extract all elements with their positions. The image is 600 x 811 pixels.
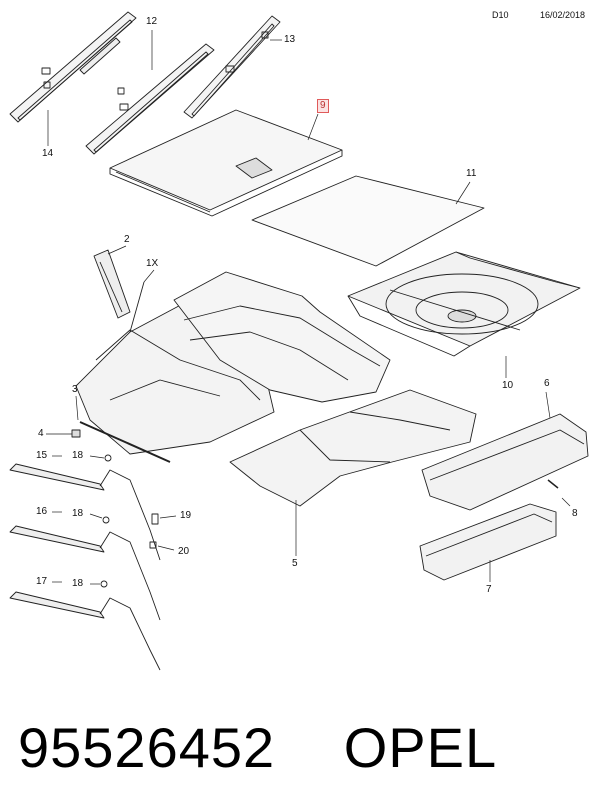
exploded-view-drawing: [9, 11, 589, 671]
callout-17: 17: [36, 576, 48, 587]
part-10-spare-well: [347, 251, 581, 357]
part-13-panel: [183, 15, 281, 119]
callout-9-highlighted: 9: [317, 99, 329, 113]
callout-13: 13: [284, 34, 296, 45]
callout-10: 10: [502, 380, 514, 391]
part-5-middle-floor: [229, 389, 477, 507]
part-9-load-floor: [109, 109, 343, 217]
part-12-panel: [85, 43, 215, 155]
part-number: 95526452: [18, 716, 276, 779]
callout-6: 6: [544, 378, 550, 389]
header-code: D10: [492, 10, 509, 20]
callout-18-a: 18: [72, 450, 84, 461]
part-14-panel: [9, 11, 137, 123]
callout-8: 8: [572, 508, 578, 519]
part-11-mat: [251, 175, 485, 267]
brand-name: OPEL: [343, 716, 498, 779]
part-19-20-fasteners: [149, 513, 159, 549]
callout-7: 7: [486, 584, 492, 595]
part-15-sill: [9, 463, 161, 561]
callout-18-b: 18: [72, 508, 84, 519]
part-18-nuts: [100, 454, 112, 588]
callout-5: 5: [292, 558, 298, 569]
callout-15: 15: [36, 450, 48, 461]
callout-2: 2: [124, 234, 130, 245]
part-6-rail: [421, 413, 589, 511]
part-2-bracket: [93, 249, 131, 319]
leader-lines: [46, 30, 571, 585]
footer: 95526452 OPEL: [18, 708, 598, 788]
part-8-bolt: [547, 479, 559, 489]
callout-1x: 1X: [146, 258, 159, 269]
header-date: 16/02/2018: [540, 10, 586, 20]
callout-11: 11: [466, 168, 477, 179]
callout-20: 20: [178, 546, 190, 557]
part-1x-floor-assembly: [75, 271, 391, 455]
callout-3: 3: [72, 384, 78, 395]
callout-19: 19: [180, 510, 192, 521]
part-16-sill: [9, 525, 161, 621]
part-17-sill: [9, 591, 161, 671]
callout-4: 4: [38, 428, 44, 439]
callout-12: 12: [146, 16, 158, 27]
callout-16: 16: [36, 506, 48, 517]
callout-14: 14: [42, 148, 54, 159]
part-7-rail: [419, 503, 557, 581]
callout-18-c: 18: [72, 578, 84, 589]
part-4-clip: [71, 429, 81, 438]
part-3-strip: [79, 421, 171, 463]
